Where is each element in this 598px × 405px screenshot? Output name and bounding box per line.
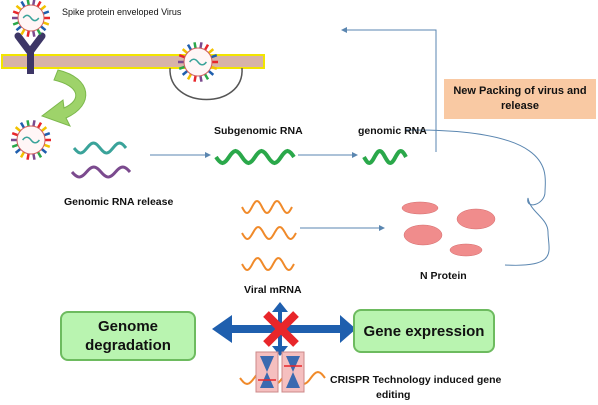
spike-protein [42, 21, 50, 26]
spike-protein [11, 131, 19, 137]
label-viral-mrna: Viral mRNA [244, 284, 302, 296]
spike-protein [207, 70, 215, 76]
spike-protein [32, 120, 36, 127]
spike-protein [181, 48, 189, 54]
spike-protein [42, 10, 50, 15]
spike-protein [199, 42, 203, 49]
brace-bracket [404, 129, 550, 266]
spike-protein [26, 120, 30, 127]
genomic-rna-strand-new [362, 148, 408, 166]
spike-protein [40, 148, 48, 154]
label-genomic-rna-release: Genomic RNA release [64, 196, 174, 208]
genome-degradation-line1: Genome [97, 318, 158, 335]
virus-icon [11, 120, 51, 160]
spike-protein [36, 151, 43, 158]
spike-protein [193, 42, 197, 49]
spike-protein [26, 30, 30, 37]
spike-protein [40, 25, 47, 32]
spike-protein [43, 131, 51, 137]
n-protein-blob [403, 224, 443, 246]
virus-rna [22, 14, 40, 22]
n-protein-blob [401, 201, 439, 215]
spike-protein [36, 122, 43, 129]
spike-protein [32, 30, 36, 37]
spike-protein [199, 75, 203, 82]
spike-protein [210, 65, 218, 71]
spike-protein [186, 44, 193, 51]
label-crispr-line2: editing [376, 389, 411, 401]
n-protein-blob [449, 243, 483, 257]
virus-rna [189, 58, 207, 66]
spike-protein [181, 70, 189, 76]
receptor-icon [14, 32, 46, 74]
spike-protein [26, 153, 30, 160]
spike-protein [203, 73, 210, 80]
spike-protein [40, 126, 48, 132]
viral-mrna-strand [241, 226, 297, 241]
spike-protein [36, 28, 42, 36]
cell-membrane [1, 54, 265, 69]
genomic-rna-strand [70, 165, 132, 179]
label-subgenomic-rna: Subgenomic RNA [214, 125, 303, 137]
block-x-icon [263, 311, 299, 347]
subgenomic-rna-strand [214, 148, 296, 166]
gene-expression-box: Gene expression [353, 309, 495, 353]
crispr-cas-icon [255, 351, 305, 393]
label-crispr-line1: CRISPR Technology induced gene [330, 374, 502, 386]
label-genomic-rna: genomic RNA [358, 125, 427, 137]
entry-arrow [40, 69, 87, 127]
spike-protein [178, 53, 186, 59]
spike-protein [203, 44, 210, 51]
spike-protein [26, 0, 30, 6]
spike-protein [186, 73, 193, 80]
virus-icon [178, 42, 218, 82]
virus-rna [22, 136, 40, 144]
genomic-rna-strand [72, 141, 128, 155]
virus-icon [12, 0, 50, 37]
spike-protein [43, 143, 51, 149]
spike-protein [20, 28, 26, 36]
viral-mrna-strand [241, 200, 293, 215]
new-packing-line1: New Packing of virus and [453, 85, 587, 97]
spike-protein [32, 153, 36, 160]
new-packing-box: New Packing of virus and release [444, 79, 596, 119]
genome-degradation-line2: degradation [85, 337, 171, 354]
spike-protein [178, 65, 186, 71]
new-packing-line2: release [501, 100, 539, 112]
spike-protein [11, 143, 19, 149]
gene-expression-label: Gene expression [363, 322, 485, 340]
arrow-packing-return [341, 27, 437, 152]
spike-protein [210, 53, 218, 59]
spike-protein [207, 48, 215, 54]
spike-protein [193, 75, 197, 82]
n-protein-blob [456, 208, 496, 230]
label-spike-virus: Spike protein enveloped Virus [62, 7, 182, 17]
spike-protein [14, 126, 22, 132]
spike-protein [15, 4, 22, 11]
spike-protein [14, 148, 22, 154]
spike-protein [19, 122, 26, 129]
spike-protein [40, 4, 47, 11]
spike-protein [32, 0, 36, 6]
spike-protein [19, 151, 26, 158]
spike-protein [36, 0, 42, 8]
spike-protein [20, 0, 26, 8]
spike-protein [12, 21, 20, 26]
genome-degradation-box: Genome degradation [60, 311, 196, 361]
viral-mrna-strand [241, 257, 295, 272]
endocytosis-pit [169, 67, 243, 101]
label-n-protein: N Protein [420, 270, 467, 282]
spike-protein [12, 10, 20, 15]
spike-protein [15, 25, 22, 32]
